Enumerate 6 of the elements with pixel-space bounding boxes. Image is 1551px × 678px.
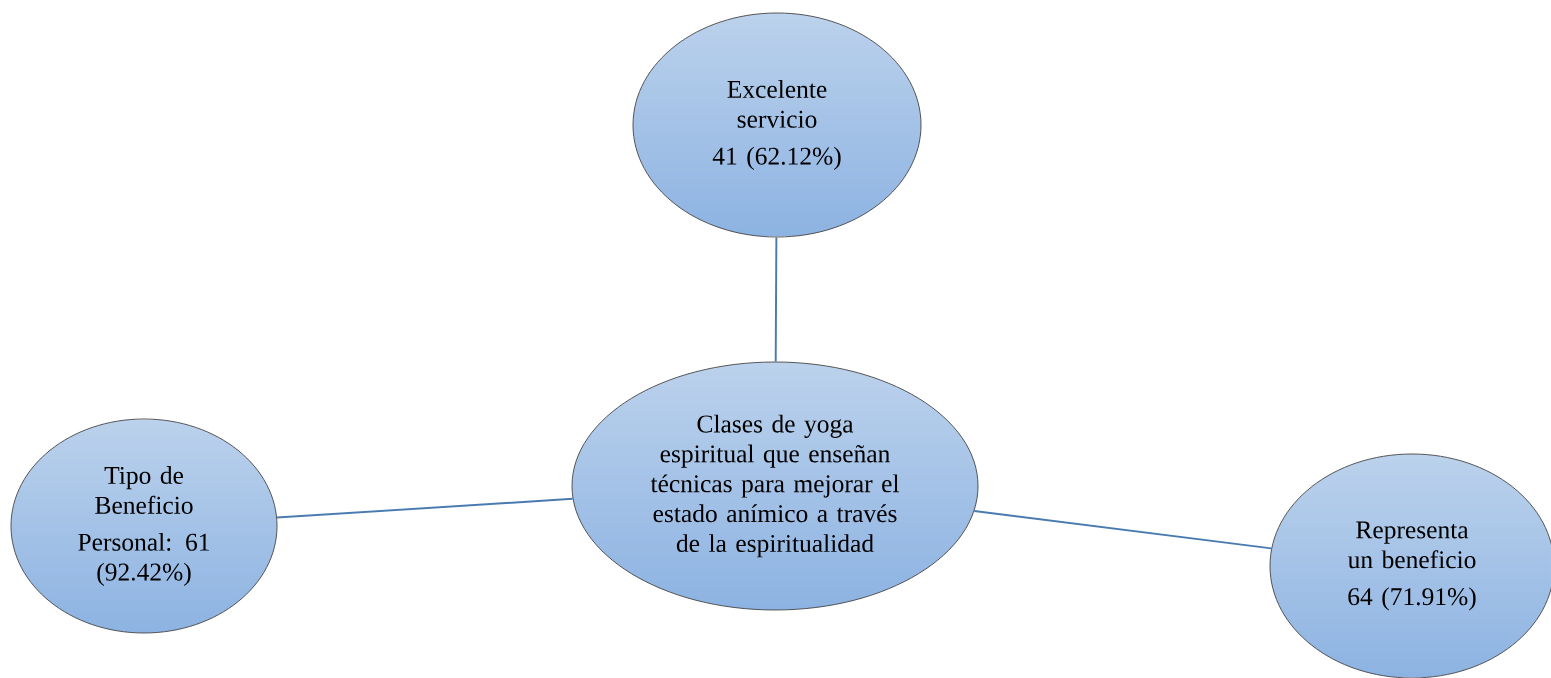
ellipse-node: Excelente servicio 41 (62.12%) <box>632 12 922 238</box>
connector-line <box>973 510 1273 550</box>
connector-line <box>276 497 574 519</box>
ellipse-node: Tipo de Beneficio Personal: 61 (92.42%) <box>10 418 278 634</box>
ellipse-node: Clases de yoga espiritual que enseñan técnicas para mejorar el estado anímico a través de la espiritualidad <box>571 361 979 611</box>
connector-line <box>774 236 778 363</box>
